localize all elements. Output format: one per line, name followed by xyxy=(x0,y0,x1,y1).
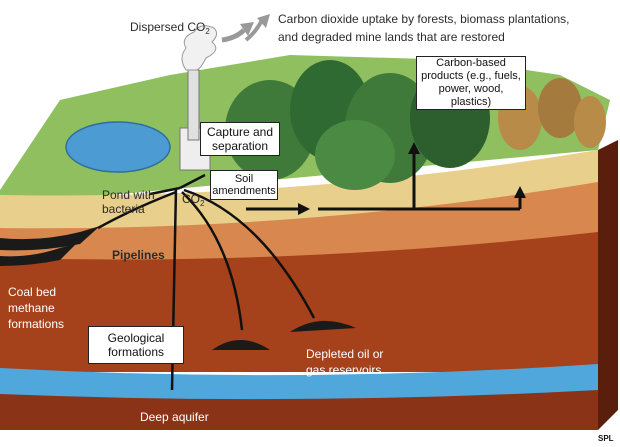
credit-label: SPL xyxy=(598,434,614,443)
coal-bed-label: Coal bed methane formations xyxy=(8,285,65,331)
deep-aquifer-label: Deep aquifer xyxy=(140,410,209,424)
depleted-reservoir-2 xyxy=(290,320,356,332)
coal-bed-seam-lower xyxy=(0,244,76,266)
smokestack xyxy=(187,69,200,141)
co2-text: CO xyxy=(182,192,200,206)
biomass-shrub-2 xyxy=(538,78,582,138)
pipelines-label: Pipelines xyxy=(112,248,165,262)
dispersed-co2-subscript: 2 xyxy=(205,27,210,36)
block-side-face xyxy=(598,140,618,430)
dispersed-co2-text: Dispersed CO xyxy=(130,20,206,34)
products-arrowhead-2 xyxy=(514,186,526,198)
depleted-reservoir-1 xyxy=(212,340,270,350)
biomass-shrub-3 xyxy=(574,96,606,148)
pond-label: Pond with bacteria xyxy=(102,188,155,216)
pipeline-to-reservoir-2 xyxy=(183,188,316,319)
forest-tree-5 xyxy=(315,120,395,190)
capture-separation-box: Capture and separation xyxy=(200,122,280,156)
depleted-reservoirs-label: Depleted oil or gas reservoirs xyxy=(306,347,384,377)
co2-subscript: 2 xyxy=(200,199,205,208)
smoke-plume xyxy=(181,25,218,71)
uptake-label-line2: and degraded mine lands that are restore… xyxy=(278,30,505,44)
geological-formations-box: Geological formations xyxy=(88,326,184,364)
uptake-arrowhead xyxy=(257,14,270,28)
dispersed-arrow xyxy=(221,28,246,43)
bedrock-layer xyxy=(0,390,598,430)
pond-shape xyxy=(65,121,171,173)
upper-clay-layer xyxy=(0,182,598,263)
products-arrowhead-1 xyxy=(408,142,420,154)
carbon-products-box: Carbon-based products (e.g., fuels, powe… xyxy=(416,56,526,110)
co2-label: CO2 xyxy=(182,192,204,211)
soil-amendments-arrowhead xyxy=(298,203,310,215)
pipeline-from-capture xyxy=(179,173,206,190)
pipeline-to-coal-bed xyxy=(97,190,177,230)
uptake-label-line1: Carbon dioxide uptake by forests, biomas… xyxy=(278,12,570,26)
sand-layer xyxy=(0,150,598,232)
soil-amendments-box: Soil amendments xyxy=(210,170,278,200)
dispersed-co2-label: Dispersed CO2 xyxy=(130,20,210,39)
dispersed-arrowhead xyxy=(240,22,254,36)
aquifer-layer xyxy=(0,364,598,403)
pipeline-to-reservoir-1 xyxy=(181,191,244,331)
